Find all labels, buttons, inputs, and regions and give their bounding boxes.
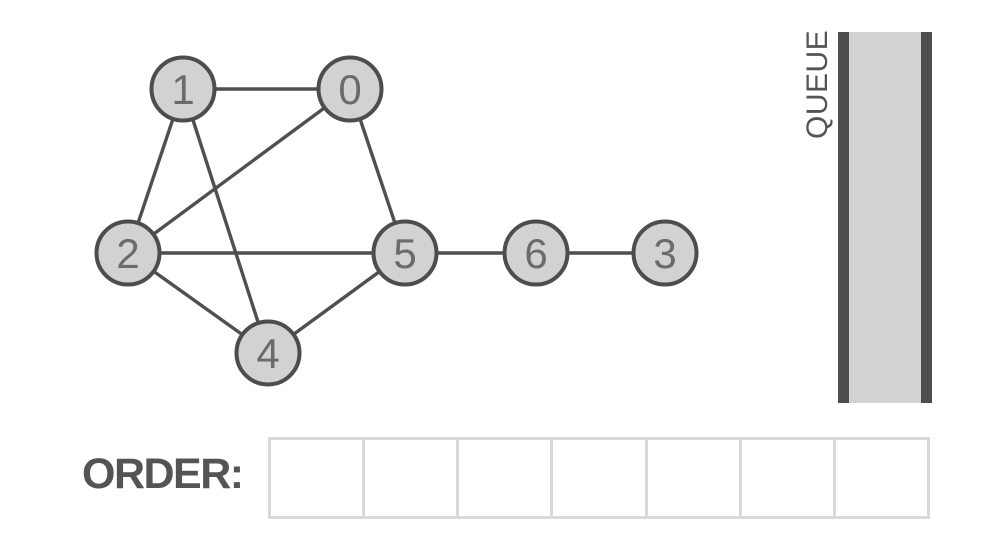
order-boxes xyxy=(268,437,930,519)
node-label: 5 xyxy=(393,230,416,277)
graph-node-4[interactable]: 4 xyxy=(234,319,302,387)
node-label: 0 xyxy=(338,66,361,113)
node-label: 3 xyxy=(653,230,676,277)
graph-node-1[interactable]: 1 xyxy=(149,55,217,123)
order-label: ORDER: xyxy=(82,450,244,498)
node-circle[interactable] xyxy=(149,55,217,123)
order-slot-1 xyxy=(362,440,457,516)
node-circle[interactable] xyxy=(631,219,699,287)
graph-node-6[interactable]: 6 xyxy=(502,219,570,287)
order-slot-5 xyxy=(738,440,833,516)
order-slot-6 xyxy=(832,440,927,516)
node-circle[interactable] xyxy=(316,55,384,123)
node-label: 2 xyxy=(116,230,139,277)
queue-left-bar xyxy=(838,32,849,403)
node-circle[interactable] xyxy=(94,219,162,287)
node-circle[interactable] xyxy=(502,219,570,287)
node-label: 1 xyxy=(171,66,194,113)
order-slot-0 xyxy=(271,440,363,516)
node-label: 4 xyxy=(256,330,279,377)
order-slot-2 xyxy=(456,440,551,516)
graph-node-0[interactable]: 0 xyxy=(316,55,384,123)
graph-nodes: 0 1 2 3 4 5 6 xyxy=(94,55,699,387)
graph-node-3[interactable]: 3 xyxy=(631,219,699,287)
graph-node-5[interactable]: 5 xyxy=(371,219,439,287)
node-circle[interactable] xyxy=(371,219,439,287)
node-label: 6 xyxy=(524,230,547,277)
graph-node-2[interactable]: 2 xyxy=(94,219,162,287)
order-slot-3 xyxy=(550,440,645,516)
queue-track xyxy=(838,32,932,403)
node-circle[interactable] xyxy=(234,319,302,387)
queue-right-bar xyxy=(921,32,932,403)
order-slot-4 xyxy=(644,440,739,516)
queue-items-area xyxy=(849,32,921,403)
queue-label: QUEUE xyxy=(801,29,834,139)
graph-edge-1-4 xyxy=(181,88,270,354)
graph-edge-0-2 xyxy=(126,87,352,255)
